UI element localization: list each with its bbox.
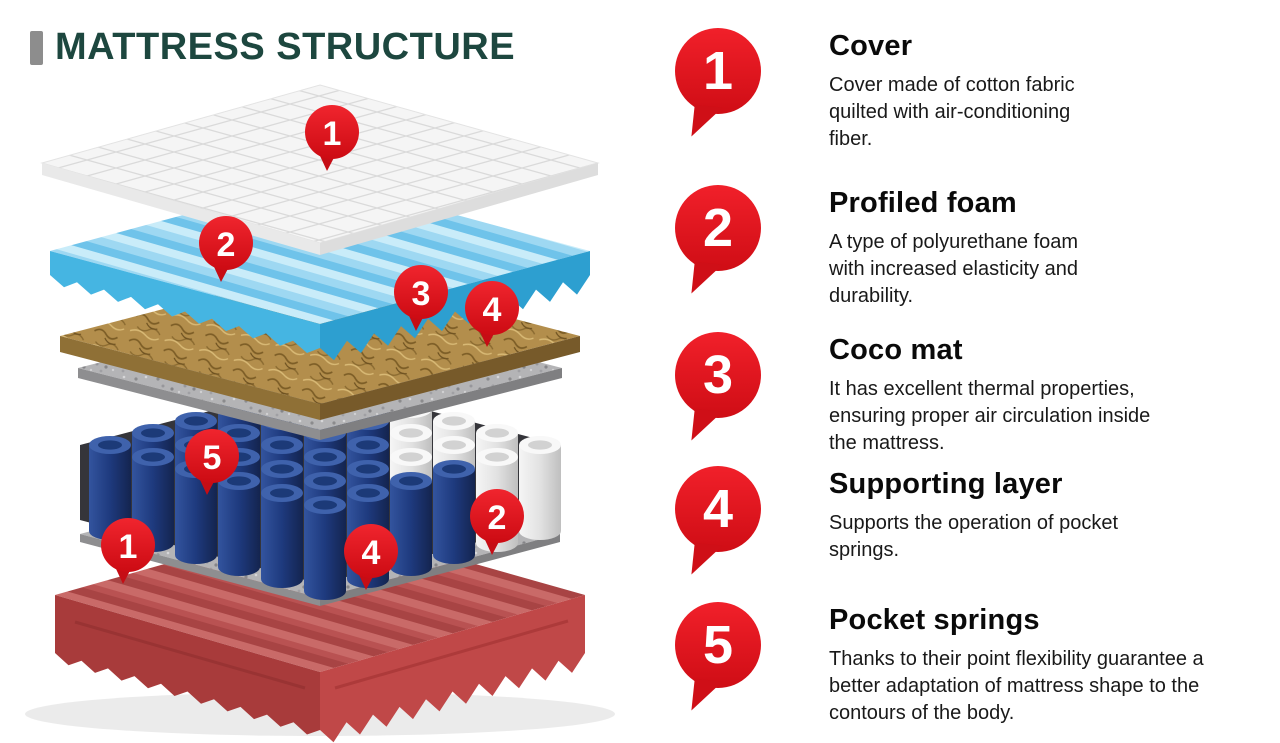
mattress-diagram: 1 2 3 4 5 1 4 — [25, 84, 615, 743]
diagram-badge-cover: 1 — [305, 105, 359, 171]
legend-description-cover: Cover made of cotton fabric quilted with… — [829, 74, 1075, 150]
legend-heading-supporting-layer: Supporting layer — [829, 468, 1063, 500]
legend-description-profiled-foam: A type of polyurethane foam with increas… — [829, 231, 1079, 307]
legend-heading-pocket-springs: Pocket springs — [829, 604, 1040, 636]
legend-description-supporting-layer: Supports the operation of pocket springs… — [829, 512, 1119, 561]
title-marker — [30, 30, 43, 65]
legend-item-coco-mat: 3 Coco mat It has excellent thermal prop… — [675, 332, 1174, 457]
legend-item-cover: 1 Cover Cover made of cotton fabric quil… — [675, 28, 1109, 153]
legend-item-supporting-layer: 4 Supporting layer Supports the operatio… — [675, 466, 1149, 564]
diagram-badge-coco: 3 — [394, 265, 448, 331]
legend-description-coco-mat: It has excellent thermal properties, ens… — [829, 378, 1151, 454]
header: MATTRESS STRUCTURE — [30, 26, 515, 69]
legend-heading-cover: Cover — [829, 30, 913, 62]
svg-text:1: 1 — [323, 115, 342, 153]
legend-badge-number: 2 — [702, 198, 734, 258]
legend-heading-profiled-foam: Profiled foam — [829, 187, 1017, 219]
svg-text:5: 5 — [203, 439, 222, 477]
legend-badge-2: 2 — [675, 185, 761, 271]
svg-text:1: 1 — [119, 528, 138, 566]
legend-badge-number: 1 — [702, 41, 734, 101]
legend-badge-3: 3 — [675, 332, 761, 418]
legend-badge-1: 1 — [675, 28, 761, 114]
diagram-badge-cover-bottom: 1 — [101, 518, 155, 584]
svg-text:4: 4 — [362, 534, 381, 572]
legend: 1 Cover Cover made of cotton fabric quil… — [655, 0, 1280, 743]
diagram-badge-supporting-bottom: 4 — [344, 524, 398, 590]
svg-text:3: 3 — [412, 275, 431, 313]
legend-badge-5: 5 — [675, 602, 761, 688]
legend-heading-coco-mat: Coco mat — [829, 334, 963, 366]
legend-badge-number: 5 — [702, 615, 734, 675]
diagram-badge-foam: 2 — [199, 216, 253, 282]
svg-text:2: 2 — [217, 226, 236, 264]
diagram-badge-foam-bottom: 2 — [470, 489, 524, 555]
legend-badge-number: 3 — [702, 345, 734, 405]
legend-item-pocket-springs: 5 Pocket springs Thanks to their point f… — [675, 602, 1259, 727]
legend-item-profiled-foam: 2 Profiled foam A type of polyurethane f… — [675, 185, 1109, 310]
cover-layer — [40, 84, 600, 255]
svg-text:2: 2 — [488, 499, 507, 537]
svg-text:4: 4 — [483, 291, 502, 329]
diagram-badge-supporting: 4 — [465, 281, 519, 347]
page-title: MATTRESS STRUCTURE — [55, 26, 516, 68]
diagram-badge-springs: 5 — [185, 429, 239, 495]
legend-badge-number: 4 — [702, 479, 734, 539]
legend-badge-4: 4 — [675, 466, 761, 552]
legend-description-pocket-springs: Thanks to their point flexibility guaran… — [829, 648, 1204, 724]
